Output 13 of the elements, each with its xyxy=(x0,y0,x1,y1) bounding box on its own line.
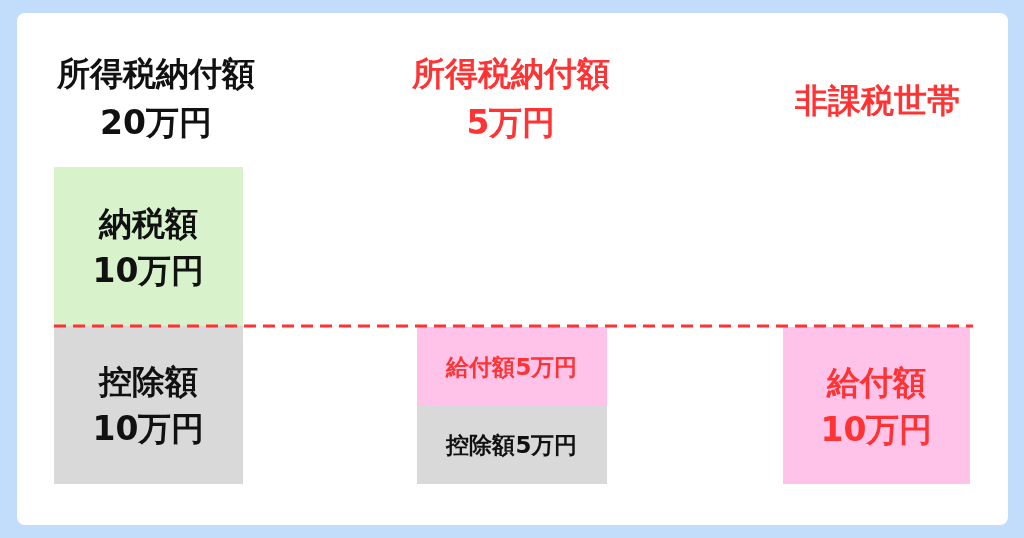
column-heading: 所得税納付額20万円 xyxy=(56,53,256,144)
amount-text: 給付額5万円 xyxy=(446,352,578,382)
amount-box xyxy=(417,406,607,484)
column-heading: 所得税納付額5万円 xyxy=(411,53,611,144)
amount-box xyxy=(54,326,243,484)
amount-text: 納税額10万円 xyxy=(91,202,206,292)
amount-text: 控除額5万円 xyxy=(446,431,578,460)
amount-box xyxy=(783,327,970,484)
amount-text: 給付額10万円 xyxy=(819,361,934,451)
amount-text: 控除額10万円 xyxy=(91,361,206,450)
column-heading: 非課税世帯 xyxy=(794,79,960,122)
amount-box xyxy=(54,167,243,326)
amount-box xyxy=(417,327,607,406)
